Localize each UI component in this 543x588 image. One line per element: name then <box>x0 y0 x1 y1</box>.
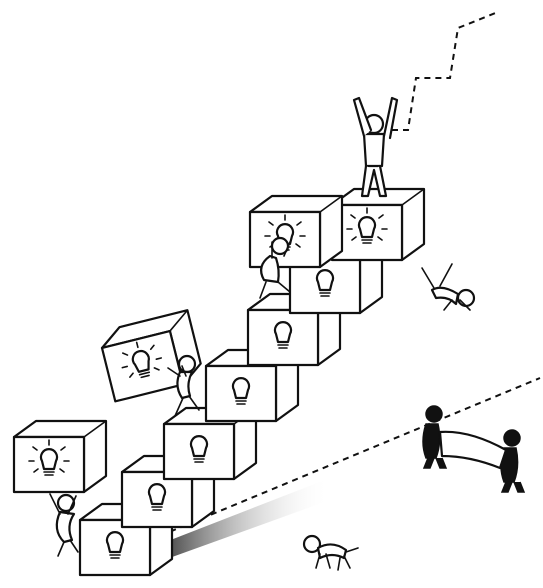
climbing-figure <box>167 354 200 417</box>
future-stairs-dashed-line <box>392 11 499 131</box>
safety-net-holders <box>422 405 526 493</box>
ground-shadow <box>150 478 330 565</box>
falling-figure <box>421 263 476 311</box>
lifting-figure <box>259 236 291 299</box>
victory-figure <box>352 96 399 198</box>
lightbulb-cube-lifted <box>248 194 344 269</box>
cube-step-top <box>330 187 426 262</box>
lightbulb-cube-carried-left <box>12 419 108 494</box>
crawling-figure <box>302 534 359 571</box>
ground-dashed-line <box>149 377 541 541</box>
carrying-figure <box>49 493 79 557</box>
